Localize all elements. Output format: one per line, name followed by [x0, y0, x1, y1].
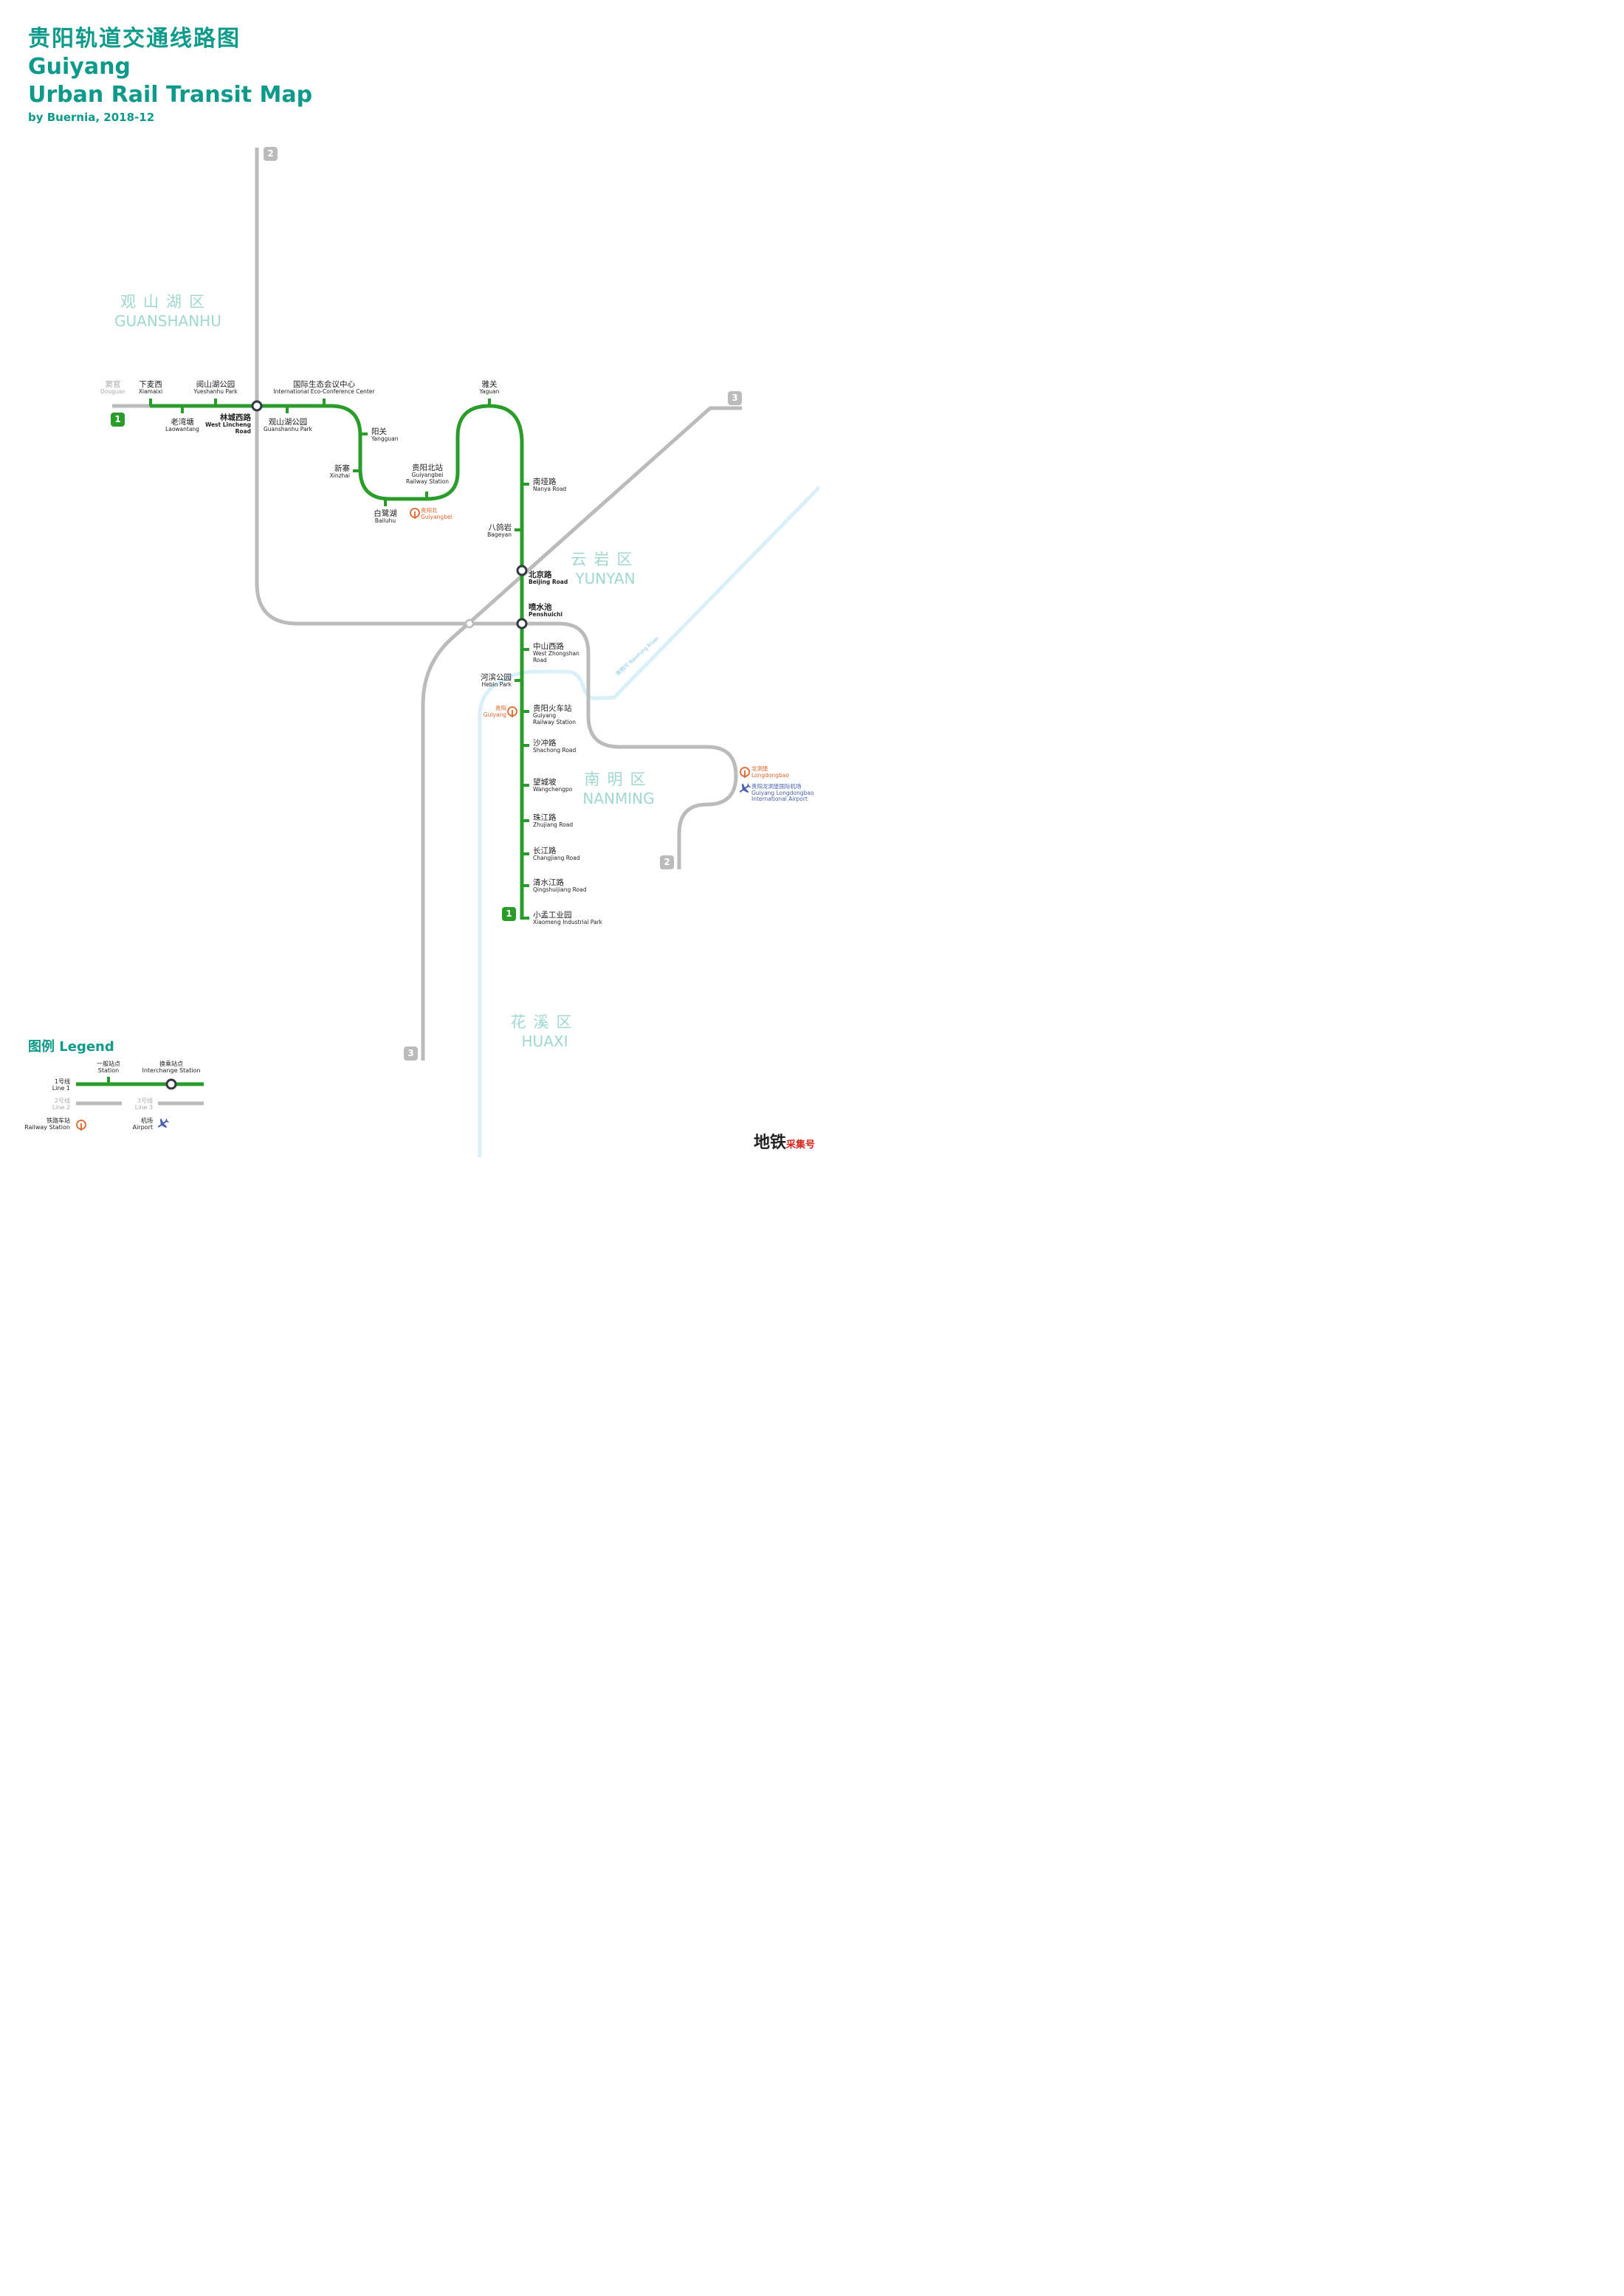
- legend-rail-icon: [76, 1120, 86, 1131]
- airplane-icon: [739, 783, 751, 793]
- rail-icon-guiyangbei: [410, 508, 420, 519]
- interchange-line2-line3: [464, 618, 475, 629]
- line1-path: [150, 404, 524, 920]
- byline: by Buernia, 2018-12: [28, 111, 155, 124]
- line3-badge-northeast: 3: [728, 391, 742, 405]
- map-title: 贵阳轨道交通线路图 Guiyang Urban Rail Transit Map…: [28, 25, 312, 124]
- interchange-linchengxi: [251, 400, 263, 412]
- line3-badge-south: 3: [404, 1047, 418, 1061]
- interchange-penshuichi: [516, 618, 528, 630]
- line1-badge-south: 1: [502, 907, 516, 921]
- line2-path: [255, 148, 738, 869]
- rail-icon-guiyang: [507, 706, 517, 717]
- interchange-markers: [251, 400, 528, 630]
- transit-map: [76, 148, 819, 1157]
- legend-interchange: [165, 1078, 177, 1090]
- line3-path: [421, 406, 742, 1061]
- legend-title: 图例 Legend: [28, 1039, 114, 1055]
- line1-badge-west: 1: [111, 413, 125, 427]
- watermark: 地铁采集号: [753, 1134, 815, 1152]
- nanming-river: [478, 486, 819, 1157]
- line2-badge-north: 2: [264, 147, 278, 161]
- line2-badge-south: 2: [660, 855, 674, 869]
- title-en-line1: Guiyang: [28, 54, 131, 80]
- title-cn: 贵阳轨道交通线路图: [28, 26, 241, 52]
- legend-airplane-icon: [157, 1118, 170, 1128]
- rail-icon-longdongbao: [740, 767, 750, 778]
- legend-graphics: [76, 1077, 204, 1131]
- line1-station-ticks: [149, 399, 529, 920]
- interchange-beijing: [516, 565, 528, 576]
- title-en-line2: Urban Rail Transit Map: [28, 82, 313, 108]
